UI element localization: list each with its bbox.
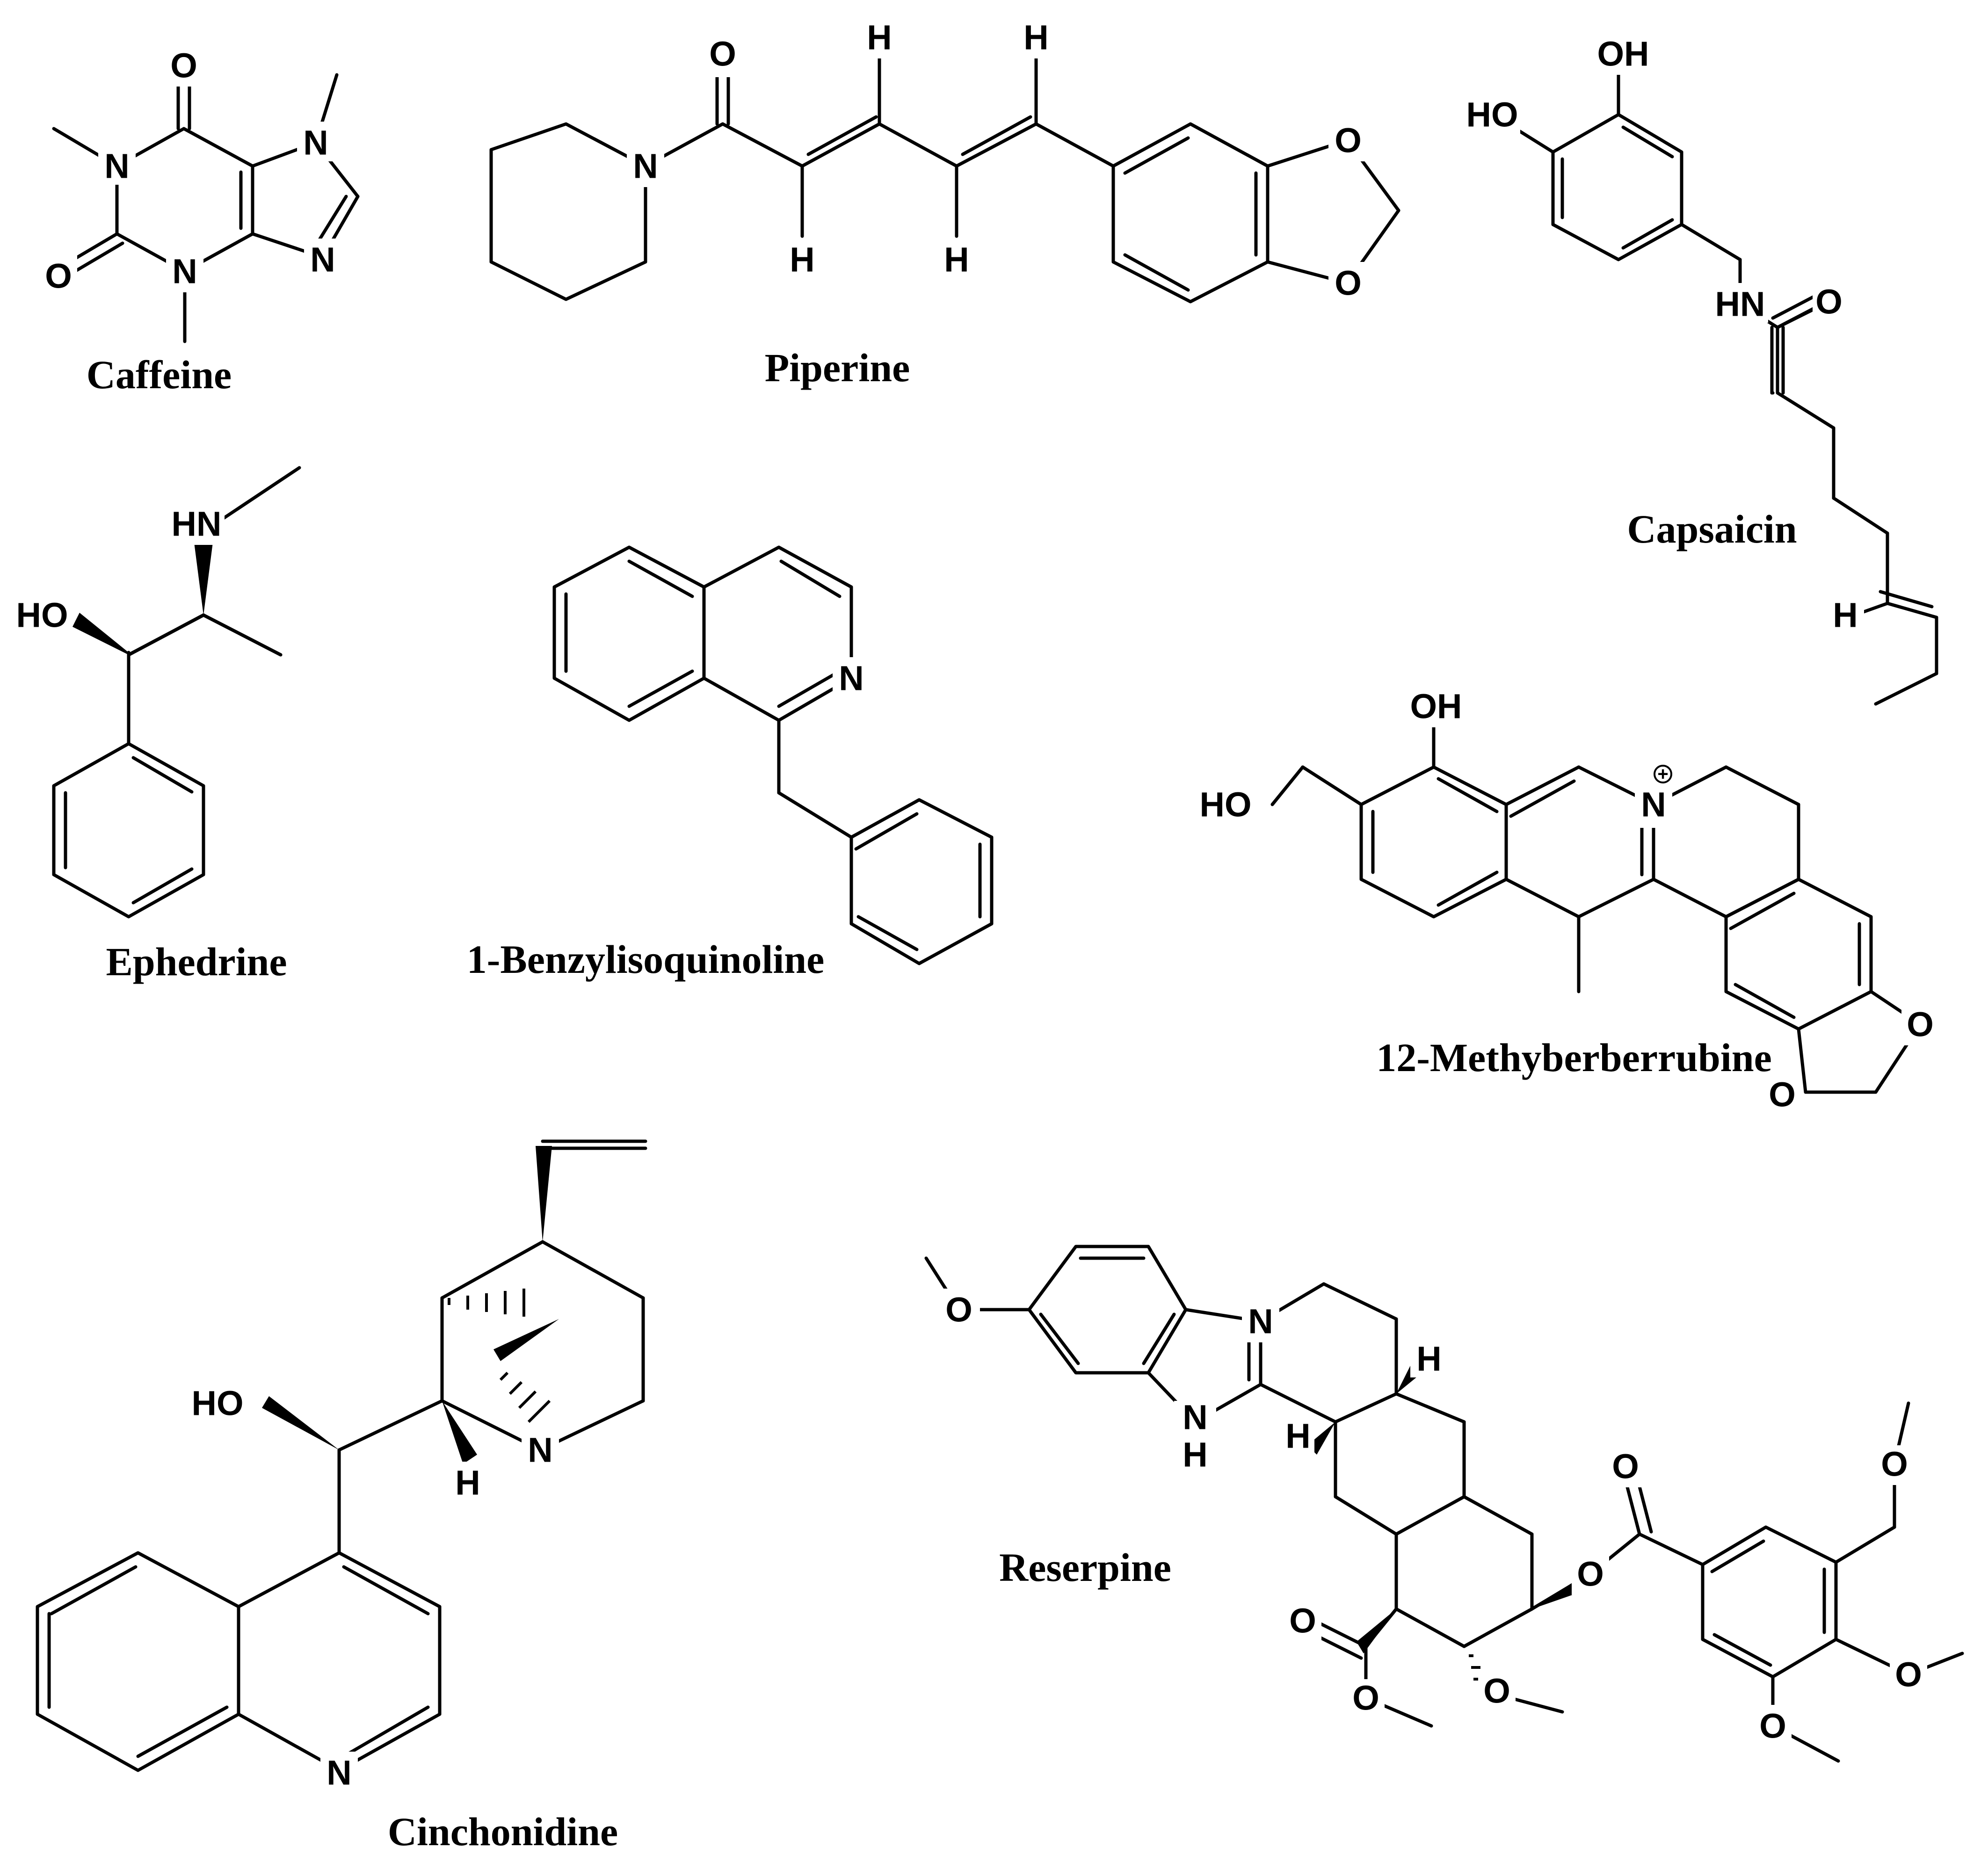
cinchonidine-hash-2	[499, 1371, 551, 1423]
benzylisoquinoline-name: 1-Benzylisoquinoline	[467, 937, 825, 982]
capsaicin-name: Capsaicin	[1627, 507, 1797, 551]
caffeine-atom-n1: N	[104, 147, 129, 186]
piperine-atom-o: O	[709, 35, 736, 73]
methyberberrubine-atom-ho: HO	[1200, 785, 1252, 824]
capsaicin-atom-h: H	[1833, 596, 1857, 635]
piperine-atom-n: N	[633, 147, 658, 186]
piperine-atom-h4: H	[944, 240, 969, 279]
reserpine-bonds	[924, 1245, 1964, 1763]
cinchonidine-bonds	[36, 1139, 647, 1772]
cinchonidine-wedge-bridge	[493, 1319, 559, 1361]
capsaicin-bonds	[1495, 54, 1938, 706]
reserpine-wedge-ester	[1357, 1609, 1396, 1653]
caffeine-atom-o-left: O	[45, 257, 72, 296]
benzylisoquinoline-atom-n: N	[839, 659, 863, 698]
caffeine-atom-o-top: O	[170, 46, 197, 85]
methyberberrubine-atom-o1: O	[1907, 1005, 1934, 1044]
capsaicin-structure: OH HO HN O H Capsaicin	[1464, 35, 1938, 706]
cinchonidine-structure: N HO H N Cinchonidine	[36, 1139, 647, 1854]
ephedrine-atom-ho: HO	[16, 596, 68, 635]
capsaicin-atom-o: O	[1815, 283, 1843, 321]
piperine-atom-o-ring2: O	[1335, 264, 1362, 303]
benzylisoquinoline-bonds	[552, 545, 994, 965]
reserpine-atom-h-left: H	[1285, 1417, 1310, 1456]
reserpine-atom-h-right: H	[1416, 1340, 1441, 1378]
reserpine-structure: O N N H H H O O O O O O O O Reserpine	[924, 1245, 1964, 1763]
reserpine-name: Reserpine	[999, 1545, 1171, 1590]
reserpine-atom-o-ester: O	[1577, 1555, 1604, 1594]
reserpine-atom-o-ar2: O	[1895, 1655, 1922, 1694]
methyberberrubine-atom-charge: +	[1657, 764, 1668, 784]
ephedrine-wedge-nh	[194, 543, 213, 615]
methyberberrubine-charge-circle	[1654, 765, 1672, 783]
methyberberrubine-atom-n-plus: N	[1641, 785, 1666, 824]
cinchonidine-hash-1	[448, 1289, 525, 1317]
ephedrine-wedge-oh	[73, 613, 129, 655]
ephedrine-bonds	[52, 466, 301, 919]
caffeine-bonds	[52, 64, 360, 343]
reserpine-atom-o-ar1: O	[1881, 1445, 1908, 1484]
reserpine-atom-o-methoxy: O	[1483, 1672, 1510, 1710]
methyberberrubine-name: 12-Methyberberrubine	[1376, 1035, 1772, 1080]
methyberberrubine-atom-oh: OH	[1410, 687, 1462, 726]
caffeine-atom-n9: N	[310, 240, 335, 279]
reserpine-atom-o-carbonyl2: O	[1612, 1447, 1639, 1486]
capsaicin-atom-hn: HN	[1715, 285, 1765, 324]
reserpine-atom-o-ester-me: O	[1352, 1679, 1379, 1717]
reserpine-atom-o-ar3: O	[1759, 1707, 1786, 1746]
cinchonidine-wedge-h	[442, 1401, 477, 1464]
piperine-atom-h1: H	[867, 18, 892, 57]
methyberberrubine-atom-o2: O	[1769, 1075, 1796, 1114]
caffeine-atom-n3: N	[172, 252, 197, 291]
cinchonidine-atom-h: H	[455, 1464, 480, 1502]
piperine-atom-o-ring1: O	[1335, 121, 1362, 160]
reserpine-atom-o-carbonyl: O	[1289, 1601, 1316, 1640]
ephedrine-structure: HN HO Ephedrine	[12, 466, 301, 984]
ephedrine-name: Ephedrine	[106, 939, 287, 984]
piperine-name: Piperine	[765, 345, 910, 390]
cinchonidine-wedge-vinyl	[536, 1146, 552, 1242]
methyberberrubine-structure: OH HO N + O O 12-Methyberberrubine	[1195, 687, 1939, 1114]
caffeine-structure: O N N O N N Caffeine	[40, 46, 360, 397]
caffeine-name: Caffeine	[87, 352, 232, 397]
cinchonidine-wedge-oh	[262, 1396, 339, 1450]
cinchonidine-atom-n-ring: N	[326, 1754, 351, 1792]
piperine-structure: O N H H H H O O Piperine	[489, 18, 1400, 390]
reserpine-atom-o-meo: O	[945, 1290, 972, 1329]
cinchonidine-name: Cinchonidine	[388, 1809, 618, 1853]
reserpine-atom-nh-h: H	[1183, 1435, 1207, 1474]
piperine-atom-h3: H	[790, 240, 814, 279]
capsaicin-atom-oh: OH	[1597, 35, 1649, 73]
reserpine-atom-nh-n: N	[1183, 1398, 1207, 1437]
reserpine-atom-n-imine: N	[1248, 1302, 1273, 1341]
capsaicin-atom-ho: HO	[1466, 95, 1518, 134]
benzylisoquinoline-structure: N 1-Benzylisoquinoline	[467, 545, 994, 982]
cinchonidine-atom-n-bridge: N	[528, 1431, 552, 1470]
piperine-atom-h2: H	[1023, 18, 1048, 57]
ephedrine-atom-hn: HN	[172, 505, 222, 543]
cinchonidine-atom-ho: HO	[192, 1384, 244, 1423]
caffeine-atom-n7: N	[303, 123, 328, 162]
